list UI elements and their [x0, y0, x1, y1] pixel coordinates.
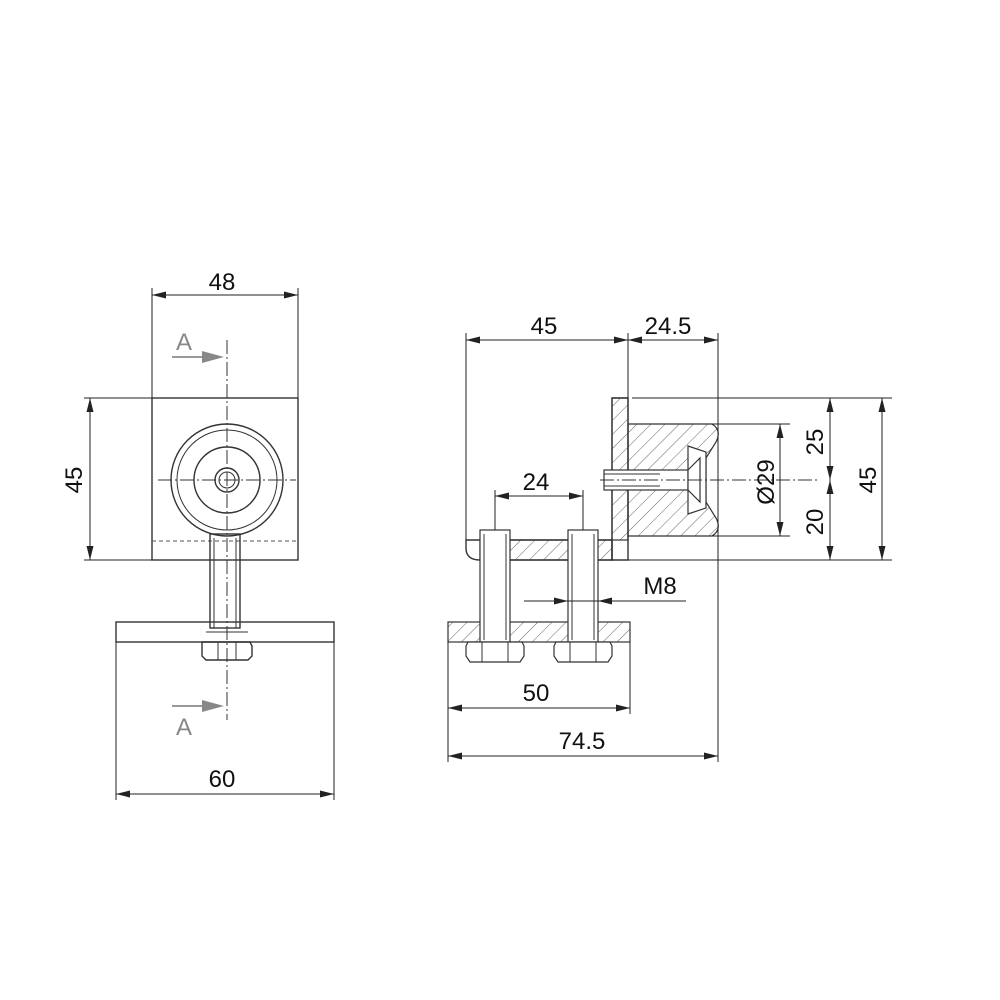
dim-45-right-label: 45	[855, 467, 882, 494]
dim-24-5-arrow-right	[704, 336, 718, 344]
dim-50-label: 50	[523, 680, 550, 707]
dim-dia-label: Ø29	[753, 459, 780, 504]
section-a-top-arrow	[202, 351, 224, 363]
dim-60-label: 60	[209, 766, 236, 793]
side-view: 45 24.5 24 M8 50 74.5	[447, 313, 892, 762]
dim-20-arrow-bottom	[826, 546, 834, 560]
dim-45-right-arrow-bottom	[878, 546, 886, 560]
front-view: 48 45 60 A A	[61, 269, 335, 800]
side-bolt-left-nut	[465, 641, 525, 663]
side-hatched-baseplate	[447, 621, 631, 643]
dim-25-arrow-bottom	[826, 466, 834, 480]
dim-45-side-arrow-left	[466, 336, 480, 344]
dim-50-arrow-right	[616, 704, 630, 712]
dim-45-side-label: 45	[531, 313, 558, 340]
dim-74-5-arrow-right	[704, 752, 718, 760]
dim-74-5-arrow-left	[448, 752, 462, 760]
side-hatched-upright	[611, 397, 629, 541]
dim-dia-arrow-bottom	[776, 522, 784, 536]
dim-m8-arrow-right	[598, 597, 612, 605]
side-bolt-left-shank	[479, 529, 511, 643]
dim-20-label: 20	[802, 509, 829, 536]
front-hex-nut	[201, 641, 253, 661]
dim-24-arrow-left	[495, 492, 509, 500]
dim-45-front-label: 45	[61, 467, 88, 494]
dim-24-5-label: 24.5	[645, 313, 692, 340]
front-bolt-shank	[209, 533, 241, 629]
dim-60-arrow-left	[116, 790, 130, 798]
dim-50-arrow-left	[448, 704, 462, 712]
dim-60-arrow-right	[320, 790, 334, 798]
dim-45-right-arrow-top	[878, 398, 886, 412]
section-a-bottom-label: A	[176, 714, 192, 741]
dim-20-arrow-top	[826, 480, 834, 494]
side-bolt-right	[553, 529, 613, 663]
dim-24-label: 24	[523, 469, 550, 496]
dim-m8-arrow-left	[554, 597, 568, 605]
dim-m8-label: M8	[643, 573, 676, 600]
dim-24-5-arrow-left	[628, 336, 642, 344]
dim-dia-arrow-top	[776, 424, 784, 438]
dim-48-label: 48	[209, 269, 236, 296]
dim-74-5-label: 74.5	[559, 728, 606, 755]
dim-24-arrow-right	[569, 492, 583, 500]
dim-45-front-arrow-top	[86, 398, 94, 412]
dim-45-side-arrow-right	[614, 336, 628, 344]
dim-48-arrow-right	[284, 291, 298, 299]
dim-25-label: 25	[802, 429, 829, 456]
section-a-bottom-arrow	[202, 700, 224, 712]
side-bolt-right-nut	[553, 641, 613, 663]
dim-25-arrow-top	[826, 398, 834, 412]
section-a-top-label: A	[176, 329, 192, 356]
side-bolt-left	[465, 529, 525, 663]
front-body-outline	[151, 397, 299, 561]
dim-45-front-arrow-bottom	[86, 546, 94, 560]
dim-48-arrow-left	[152, 291, 166, 299]
